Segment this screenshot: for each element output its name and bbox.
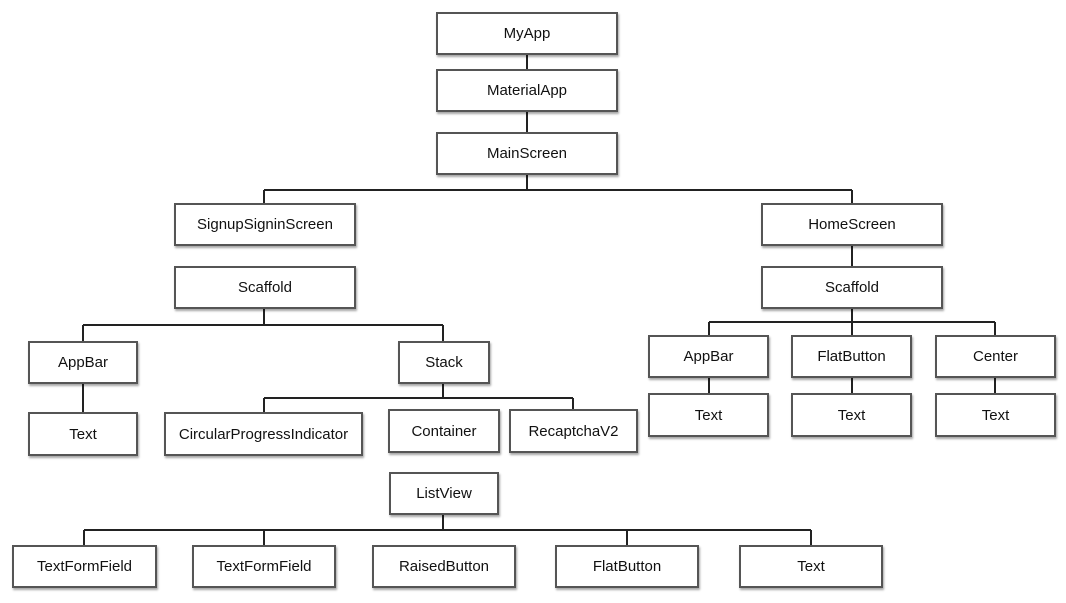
- node-materialapp: MaterialApp: [436, 69, 618, 112]
- node-textformfield-1: TextFormField: [12, 545, 157, 588]
- node-text-center: Text: [935, 393, 1056, 437]
- node-container: Container: [388, 409, 500, 453]
- node-text-appbar-left: Text: [28, 412, 138, 456]
- node-scaffold-left: Scaffold: [174, 266, 356, 309]
- node-homescreen: HomeScreen: [761, 203, 943, 246]
- node-flatbutton-right: FlatButton: [791, 335, 912, 378]
- node-text-flatbutton-right: Text: [791, 393, 912, 437]
- node-flatbutton-list: FlatButton: [555, 545, 699, 588]
- node-text-appbar-right: Text: [648, 393, 769, 437]
- node-signup-signin-screen: SignupSigninScreen: [174, 203, 356, 246]
- node-myapp: MyApp: [436, 12, 618, 55]
- node-appbar-left: AppBar: [28, 341, 138, 384]
- node-textformfield-2: TextFormField: [192, 545, 336, 588]
- node-appbar-right: AppBar: [648, 335, 769, 378]
- node-scaffold-right: Scaffold: [761, 266, 943, 309]
- node-recaptchav2: RecaptchaV2: [509, 409, 638, 453]
- node-mainscreen: MainScreen: [436, 132, 618, 175]
- node-raisedbutton: RaisedButton: [372, 545, 516, 588]
- node-listview: ListView: [389, 472, 499, 515]
- node-stack: Stack: [398, 341, 490, 384]
- node-circular-progress-indicator: CircularProgressIndicator: [164, 412, 363, 456]
- node-text-list: Text: [739, 545, 883, 588]
- node-center: Center: [935, 335, 1056, 378]
